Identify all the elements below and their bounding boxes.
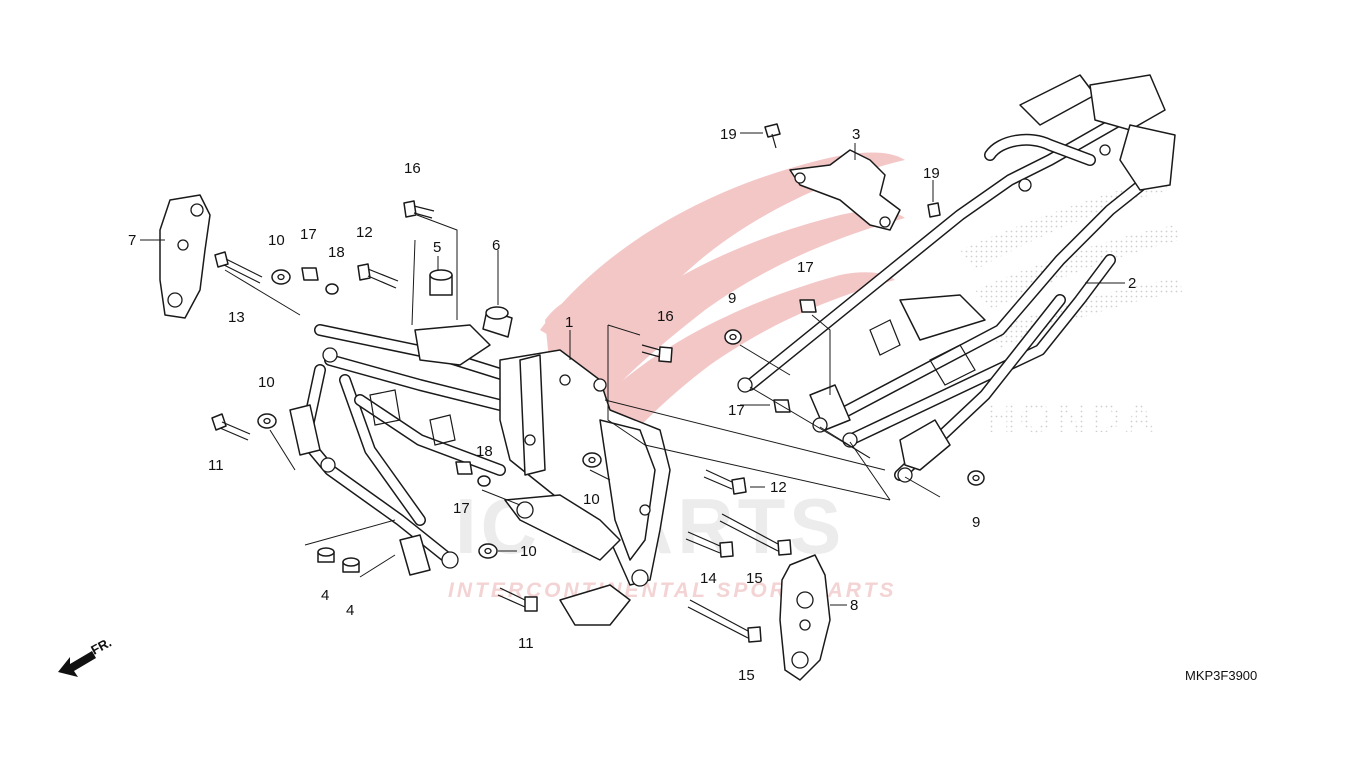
callout-18-b: 18 — [476, 443, 493, 460]
rear-frame — [737, 74, 1176, 483]
bolt-15-upper — [719, 513, 792, 556]
bolt-15-lower — [687, 599, 762, 643]
callout-17-d: 17 — [728, 402, 745, 419]
callout-3: 3 — [852, 126, 860, 143]
icparts-tagline-watermark: INTERCONTINENTAL SPORT PARTS — [448, 579, 896, 602]
callout-11-upper: 11 — [208, 457, 224, 474]
rear-stay — [789, 149, 901, 231]
bolt-12-lower — [703, 469, 747, 495]
callout-14: 14 — [700, 570, 717, 587]
leader-lines — [140, 132, 1125, 606]
bolt-19-right — [927, 202, 941, 218]
callout-10-d: 10 — [520, 543, 537, 560]
callout-12-upper: 12 — [356, 224, 373, 241]
engine-hanger-plate-left — [159, 194, 211, 319]
diagram-code: MKP3F3900 — [1185, 668, 1257, 683]
callout-1: 1 — [565, 314, 573, 331]
collar-5 — [429, 269, 453, 296]
callout-18-a: 18 — [328, 244, 345, 261]
engine-hanger-plate-right — [779, 554, 831, 681]
bolt-13 — [214, 251, 263, 284]
bolt-14 — [685, 531, 734, 558]
callout-5: 5 — [433, 239, 441, 256]
callout-9-upper: 9 — [728, 290, 736, 307]
bolt-16-lower — [641, 344, 673, 363]
bolt-16-upper — [403, 200, 435, 219]
nut-17-c — [799, 299, 817, 313]
part-callouts: 1 2 3 4 4 5 6 7 8 9 9 10 10 10 10 11 11 … — [128, 126, 1136, 684]
main-frame — [289, 324, 671, 626]
callout-17-b: 17 — [453, 500, 470, 517]
callout-17-a: 17 — [300, 226, 317, 243]
collar-6 — [482, 306, 513, 338]
bolt-11-lower — [497, 587, 538, 612]
collar-4-left — [317, 547, 335, 563]
callout-10-a: 10 — [268, 232, 285, 249]
nut-17-b — [455, 461, 473, 475]
callout-4-right: 4 — [346, 602, 354, 619]
callout-8: 8 — [850, 597, 858, 614]
callout-7: 7 — [128, 232, 136, 249]
callout-16-upper: 16 — [404, 160, 421, 177]
front-direction-indicator: FR. — [58, 635, 114, 677]
callout-11-lower: 11 — [518, 635, 534, 652]
callout-19-left: 19 — [720, 126, 737, 143]
callout-13: 13 — [228, 309, 245, 326]
callout-6: 6 — [492, 237, 500, 254]
nut-17-a — [301, 267, 319, 281]
bolt-19-left — [764, 123, 781, 149]
callout-17-c: 17 — [797, 259, 814, 276]
washer-18-a — [325, 283, 339, 295]
callout-4-left: 4 — [321, 587, 329, 604]
callout-2: 2 — [1128, 275, 1136, 292]
callout-19-right: 19 — [923, 165, 940, 182]
callout-10-b: 10 — [258, 374, 275, 391]
collar-4-right — [342, 557, 360, 573]
front-arrow-icon — [58, 651, 96, 677]
honda-brand-watermark: HONDA — [985, 394, 1159, 441]
callout-9-lower: 9 — [972, 514, 980, 531]
callout-16-lower: 16 — [657, 308, 674, 325]
callout-10-c: 10 — [583, 491, 600, 508]
bolt-11-upper — [211, 413, 251, 441]
callout-15-upper: 15 — [746, 570, 763, 587]
washer-18-b — [477, 475, 491, 487]
bolt-12-upper — [357, 263, 399, 289]
callout-12-lower: 12 — [770, 479, 787, 496]
callout-15-lower: 15 — [738, 667, 755, 684]
